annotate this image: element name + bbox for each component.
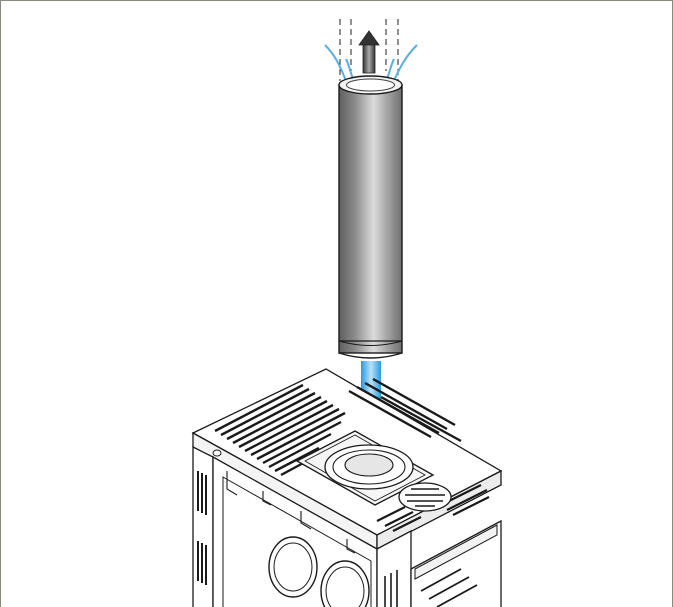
side-vent-slots [197,471,207,585]
right-side-slots [384,570,398,607]
exhaust-up-arrow-icon [358,30,380,74]
rear-box-vents [420,568,478,607]
flue-collar [324,444,414,490]
flue-pipe [324,19,418,359]
front-brackets [226,471,356,554]
round-top-vent [398,482,452,512]
top-vent-grille-back [348,377,462,443]
front-knockouts [268,536,370,607]
top-vent-grille-left [214,383,346,477]
stove-body [191,368,503,607]
